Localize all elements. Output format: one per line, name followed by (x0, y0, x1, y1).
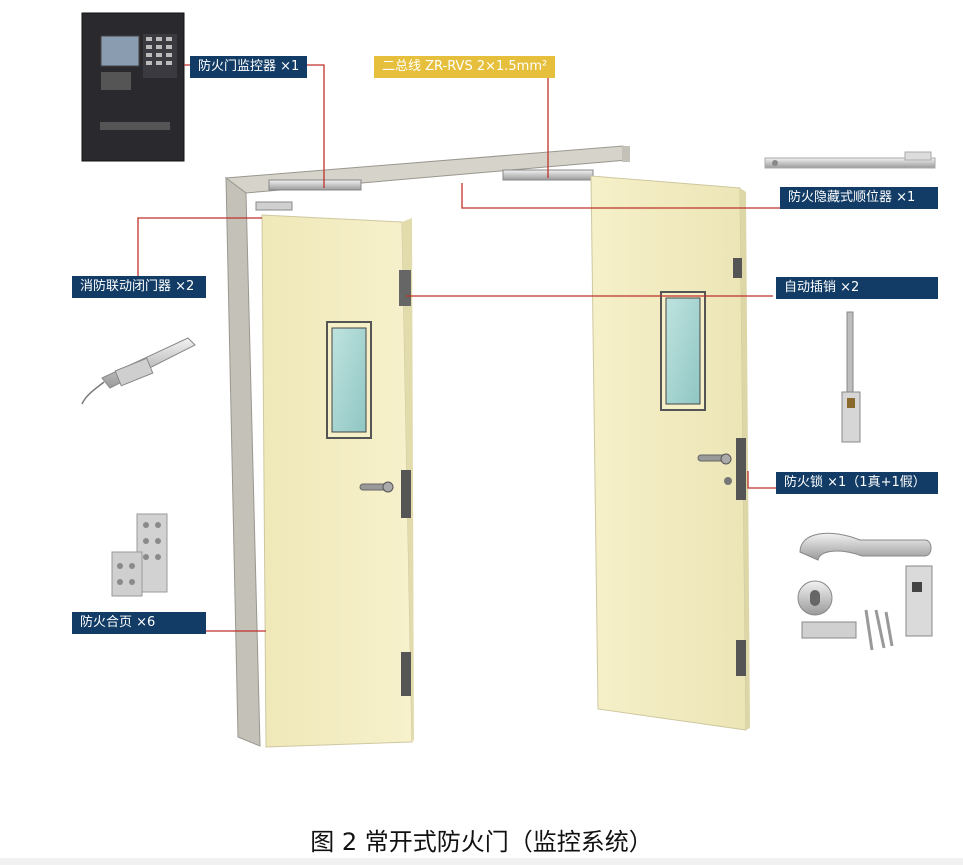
flush-bolt-product (841, 311, 861, 443)
closer-arm-left (255, 201, 293, 211)
leader-closer (137, 217, 262, 288)
lock-set-product (797, 532, 933, 651)
label-bus: 二总线 ZR-RVS 2×1.5mm² (374, 56, 556, 78)
right-door-leaf (590, 175, 750, 731)
leader-monitor (184, 64, 325, 188)
label-sequencer: 防火隐藏式顺位器 ×1 (780, 187, 938, 209)
right-door-handle (697, 453, 732, 485)
left-door-handle (359, 481, 394, 493)
door-closer-body-left (268, 179, 362, 191)
sequencer-device (764, 151, 936, 169)
door-closer-product (81, 337, 196, 405)
leader-lock (747, 471, 776, 489)
hinge-product (111, 513, 168, 597)
label-lock: 防火锁 ×1（1真+1假） (776, 472, 938, 494)
label-bolt: 自动插销 ×2 (776, 277, 938, 299)
figure-caption: 图 2 常开式防火门（监控系统） (310, 828, 653, 856)
label-hinge: 防火合页 ×6 (72, 612, 206, 634)
leader-sequencer (461, 183, 788, 209)
label-monitor: 防火门监控器 ×1 (190, 56, 308, 78)
left-door-leaf (261, 214, 414, 748)
fire-door-monitor-device (81, 12, 185, 162)
label-closer: 消防联动闭门器 ×2 (72, 276, 206, 298)
bottom-rule (0, 858, 963, 865)
leader-lines (137, 64, 788, 632)
